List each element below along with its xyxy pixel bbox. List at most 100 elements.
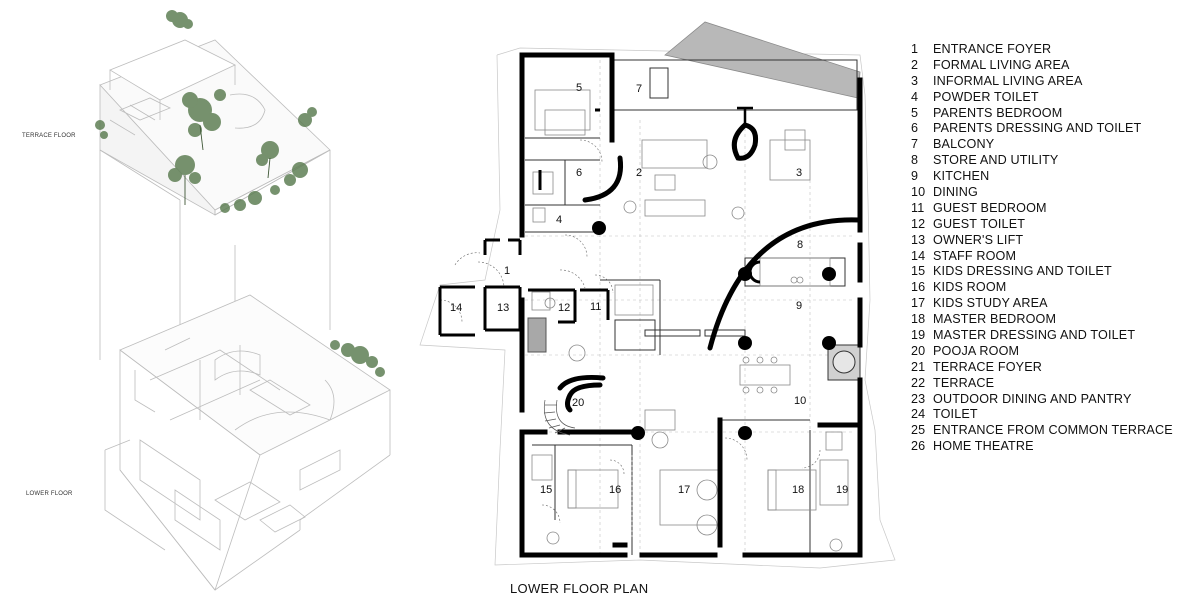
legend-room-name: KITCHEN <box>933 169 990 184</box>
legend-room-name: GUEST TOILET <box>933 216 1026 231</box>
legend-number: 25 <box>911 423 926 438</box>
legend-item: 2 FORMAL LIVING AREA <box>911 58 1173 74</box>
site-boundary <box>419 47 896 569</box>
legend-number: 4 <box>911 89 919 104</box>
column <box>592 221 606 235</box>
legend-item: 12 GUEST TOILET <box>911 217 1173 233</box>
legend-room-name: ENTRANCE FROM COMMON TERRACE <box>933 423 1173 438</box>
legend-number: 2 <box>911 57 919 72</box>
legend-room-name: ENTRANCE FOYER <box>933 42 1052 56</box>
legend-number: 20 <box>911 343 926 358</box>
room-legend: 1 ENTRANCE FOYER 2 FORMAL LIVING AREA 3 INFOR… <box>911 42 1173 455</box>
legend-number: 24 <box>911 407 926 422</box>
room-number-label: 18 <box>792 484 804 496</box>
legend-room-name: MASTER DRESSING AND TOILET <box>933 328 1136 343</box>
column <box>738 336 752 350</box>
legend-item: 23 OUTDOOR DINING AND PANTRY <box>911 392 1173 408</box>
legend-number: 3 <box>911 73 919 88</box>
legend-number: 19 <box>911 328 926 343</box>
legend-item: 14 STAFF ROOM <box>911 249 1173 265</box>
legend-number: 9 <box>911 169 919 184</box>
room-number-label: 17 <box>678 484 690 496</box>
legend-room-name: HOME THEATRE <box>933 439 1034 454</box>
lift-core <box>527 317 547 353</box>
column <box>738 267 752 281</box>
legend-item: 9 KITCHEN <box>911 169 1173 185</box>
legend-room-name: POOJA ROOM <box>933 343 1020 358</box>
room-number-label: 10 <box>794 395 806 407</box>
legend-item: 15 KIDS DRESSING AND TOILET <box>911 264 1173 280</box>
room-number-label: 1 <box>504 265 510 277</box>
legend-room-name: KIDS STUDY AREA <box>933 296 1048 311</box>
legend-number: 23 <box>911 391 926 406</box>
legend-room-name: KIDS DRESSING AND TOILET <box>933 264 1112 279</box>
legend-room-name: OWNER'S LIFT <box>933 232 1024 247</box>
legend-number: 5 <box>911 105 919 120</box>
legend-number: 22 <box>911 375 926 390</box>
plan-title: LOWER FLOOR PLAN <box>510 581 649 596</box>
legend-number: 13 <box>911 232 926 247</box>
legend-number: 7 <box>911 137 919 152</box>
room-number-label: 20 <box>572 397 584 409</box>
room-number-label: 14 <box>450 302 462 314</box>
legend-number: 18 <box>911 312 926 327</box>
room-number-label: 3 <box>796 167 802 179</box>
legend-room-name: KIDS ROOM <box>933 280 1007 295</box>
legend-room-name: STAFF ROOM <box>933 248 1017 263</box>
legend-item: 20 POOJA ROOM <box>911 344 1173 360</box>
room-number-label: 11 <box>590 301 601 313</box>
legend-room-name: FORMAL LIVING AREA <box>933 57 1070 72</box>
room-number-label: 8 <box>797 239 803 251</box>
legend-number: 14 <box>911 248 926 263</box>
legend-item: 26 HOME THEATRE <box>911 439 1173 455</box>
legend-item: 1 ENTRANCE FOYER <box>911 42 1173 58</box>
legend-number: 17 <box>911 296 926 311</box>
legend-item: 3 INFORMAL LIVING AREA <box>911 74 1173 90</box>
legend-room-name: POWDER TOILET <box>933 89 1039 104</box>
legend-number: 12 <box>911 216 926 231</box>
legend-room-name: INFORMAL LIVING AREA <box>933 73 1083 88</box>
legend-room-name: STORE AND UTILITY <box>933 153 1059 168</box>
legend-room-name: TERRACE <box>933 375 995 390</box>
room-number-label: 16 <box>609 484 621 496</box>
terrace-floor-label: TERRACE FLOOR <box>22 133 76 139</box>
column <box>631 426 645 440</box>
room-number-label: 13 <box>497 302 509 314</box>
legend-room-name: PARENTS DRESSING AND TOILET <box>933 121 1142 136</box>
legend-item: 25 ENTRANCE FROM COMMON TERRACE <box>911 423 1173 439</box>
legend-number: 8 <box>911 153 919 168</box>
legend-item: 19 MASTER DRESSING AND TOILET <box>911 328 1173 344</box>
axonometric-drawing <box>95 10 391 591</box>
room-number-label: 7 <box>636 83 642 95</box>
room-number-label: 4 <box>556 214 562 226</box>
legend-item: 21 TERRACE FOYER <box>911 360 1173 376</box>
legend-number: 10 <box>911 185 926 200</box>
legend-item: 22 TERRACE <box>911 376 1173 392</box>
legend-item: 16 KIDS ROOM <box>911 280 1173 296</box>
legend-item: 13 OWNER'S LIFT <box>911 233 1173 249</box>
legend-room-name: OUTDOOR DINING AND PANTRY <box>933 391 1132 406</box>
column <box>822 336 836 350</box>
room-number-label: 2 <box>636 167 642 179</box>
legend-room-name: MASTER BEDROOM <box>933 312 1057 327</box>
room-number-label: 6 <box>576 167 582 179</box>
legend-room-name: PARENTS BEDROOM <box>933 105 1063 120</box>
legend-number: 16 <box>911 280 926 295</box>
room-number-label: 5 <box>576 82 582 94</box>
legend-number: 15 <box>911 264 926 279</box>
legend-number: 26 <box>911 439 926 454</box>
lower-floor-label: LOWER FLOOR <box>26 491 73 497</box>
legend-number: 1 <box>911 42 919 56</box>
legend-item: 18 MASTER BEDROOM <box>911 312 1173 328</box>
room-number-label: 9 <box>796 300 802 312</box>
column <box>738 426 752 440</box>
column <box>822 267 836 281</box>
legend-item: 4 POWDER TOILET <box>911 90 1173 106</box>
legend-number: 11 <box>911 200 925 215</box>
legend-room-name: DINING <box>933 185 978 200</box>
legend-number: 21 <box>911 359 926 374</box>
legend-room-name: TERRACE FOYER <box>933 359 1043 374</box>
room-number-label: 15 <box>540 484 552 496</box>
